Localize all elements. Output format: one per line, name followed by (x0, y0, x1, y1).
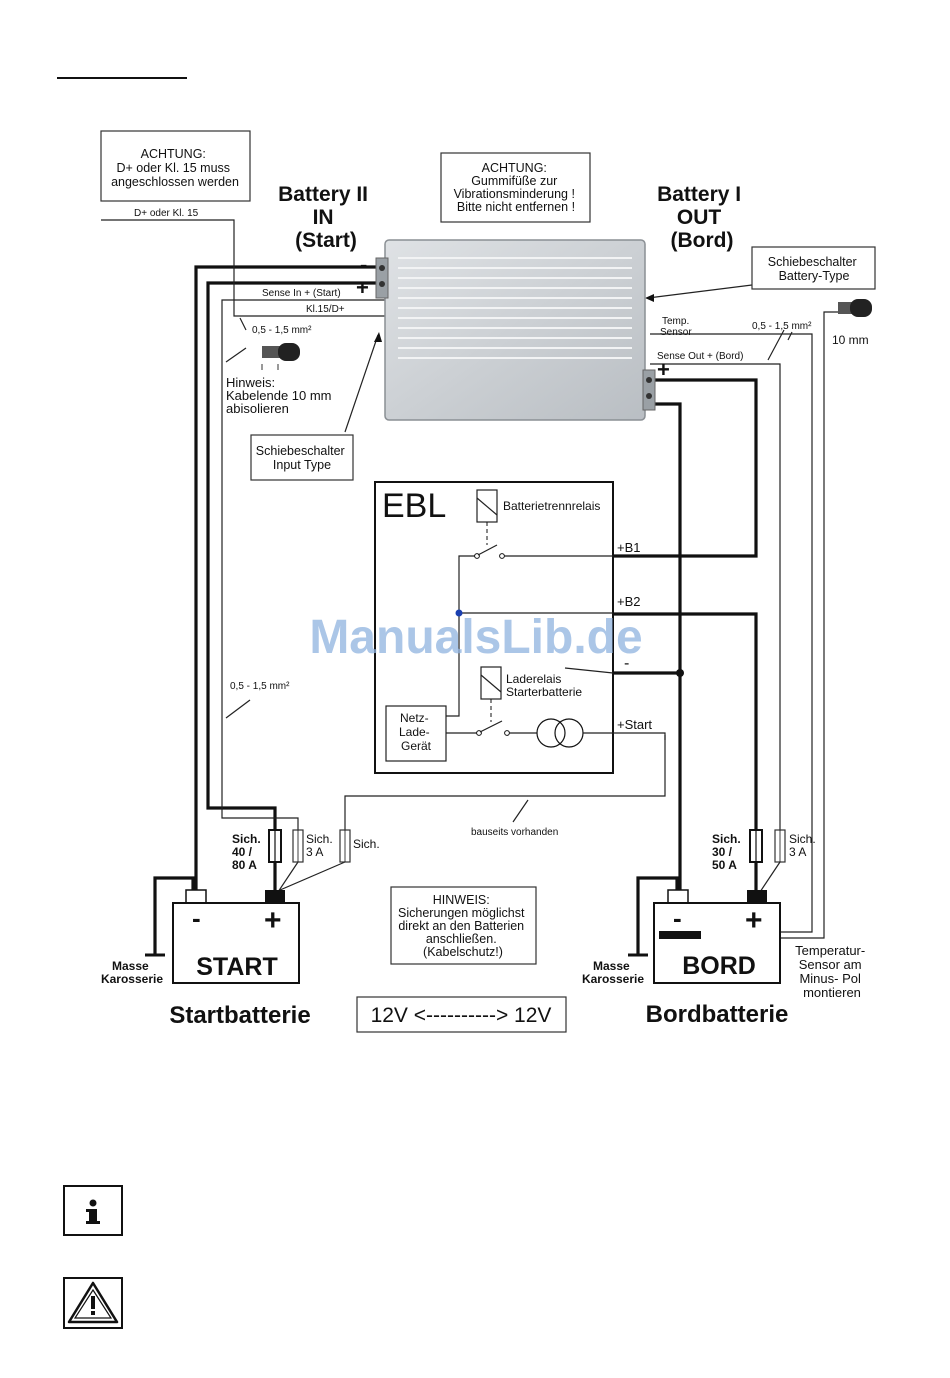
start-battery-label: START (196, 953, 277, 981)
voltage-label: 12V <----------> 12V (371, 1004, 552, 1027)
note-switch-out-box (751, 246, 876, 290)
wire-bauseits (344, 735, 666, 830)
ebl-device (375, 239, 656, 421)
bord-battery-minus: - (673, 903, 682, 933)
wire-fuse-3a (277, 861, 299, 893)
pointer-relay2 (564, 667, 614, 674)
label-gauge-lower: 0,5 - 1,5 mm² (230, 681, 290, 692)
note-fuses-box (390, 886, 537, 965)
wire-bord-positive (613, 378, 758, 558)
fuse-bord-main-label: Sich. 30 / 50 A (712, 832, 744, 872)
ground-start (153, 876, 195, 955)
note-dplus: ACHTUNG: D+ oder Kl. 15 muss angeschloss… (111, 147, 239, 189)
relay2-label: Laderelais Starterbatterie (506, 672, 582, 699)
wire-start-negative (194, 265, 385, 892)
gauge-tick-3 (225, 699, 251, 719)
fuse-bord-sense-label: Sich. 3 A (789, 832, 819, 859)
wire-sense-out (650, 363, 781, 830)
label-sense-in: Sense In + (Start) (262, 288, 341, 299)
ebl-b1-label: +B1 (617, 540, 641, 555)
ebl-start-line (583, 732, 666, 740)
start-battery-minus: - (192, 903, 201, 933)
ebl-b2-node (455, 609, 463, 617)
bord-battery-label: BORD (682, 952, 756, 980)
out-minus-sign: - (661, 390, 668, 415)
note-feet-box (440, 152, 591, 223)
current-transformer (536, 718, 566, 748)
charger-feed (446, 713, 460, 717)
gauge-tick-2 (225, 347, 247, 363)
gauge-tick-1 (239, 317, 247, 331)
note-switch-in: Schiebeschalter Input Type (256, 444, 348, 472)
cable-end-icon (261, 343, 300, 370)
pointer-bauseits (512, 799, 529, 823)
battery2-label: Battery II IN (Start) (278, 183, 374, 252)
pointer-switch-in (344, 334, 379, 433)
note-dplus-box (100, 130, 251, 202)
ebl-minus-label: - (624, 655, 629, 672)
label-sense-out: Sense Out + (Bord) (657, 351, 743, 362)
relay1-contact (474, 553, 480, 559)
label-temp-sensor: Temp. Sensor (660, 316, 692, 338)
label-gauge-in: 0,5 - 1,5 mm² (252, 325, 312, 336)
label-gauge-out: 0,5 - 1,5 mm² (752, 321, 812, 332)
bord-battery-plus: + (745, 904, 763, 937)
relay1-label: Batterietrennrelais (503, 499, 600, 513)
ebl-b2-label: +B2 (617, 594, 641, 609)
note-switch-out: Schiebeschalter Battery-Type (768, 255, 860, 283)
wire-sense-in (221, 299, 385, 830)
ground-bord (636, 876, 679, 955)
relay2-switch (479, 720, 503, 733)
note-feet: ACHTUNG: Gummifüße zur Vibrationsminderu… (454, 161, 579, 214)
fuse-start-sense-label: Sich. 3 A (306, 832, 336, 859)
fuse-start-extra-label: Sich. (353, 837, 380, 851)
start-battery-plus: + (264, 904, 282, 937)
info-icon (63, 1185, 123, 1236)
junction-minus (676, 669, 684, 677)
label-bauseits: bauseits vorhanden (471, 827, 558, 838)
gauge-tick-out-2 (787, 331, 793, 341)
bord-battery (653, 889, 781, 984)
bord-battery-caption: Bordbatterie (646, 1001, 789, 1028)
hint-strip: Hinweis: Kabelende 10 mm abisolieren (226, 375, 335, 416)
watermark: ManualsLib.de (309, 611, 642, 664)
fuse-start-main-label: Sich. 40 / 80 A (232, 832, 264, 872)
arrow-switch-out (645, 294, 654, 302)
relay2-coil-diag (480, 674, 502, 693)
wire-b2 (613, 612, 758, 892)
voltage-box (356, 996, 567, 1033)
relay2-contact (476, 730, 482, 736)
out-plus-sign: + (657, 357, 670, 382)
relay1-switch (477, 544, 498, 556)
label-dplus-kl15: D+ oder Kl. 15 (134, 208, 199, 219)
note-fuses: HINWEIS: Sicherungen möglichst direkt an… (398, 893, 528, 959)
gauge-tick-out-1 (767, 329, 785, 361)
ebl-start-label: +Start (617, 717, 652, 732)
label-kl15: Kl.15/D+ (306, 304, 345, 315)
cable-end-icon (838, 299, 872, 317)
ebl-title: EBL (382, 487, 446, 525)
relay1-coil-diag (476, 497, 498, 516)
relay1-line (458, 555, 475, 713)
battery1-label: Battery I OUT (Bord) (657, 183, 747, 252)
wire-dplus (101, 219, 385, 317)
wire-sich-extra (279, 861, 346, 891)
warning-icon (63, 1277, 123, 1329)
label-strip-10mm: 10 mm (832, 333, 869, 347)
in-plus-sign: + (356, 275, 369, 300)
temp-mount-note: Temperatur- Sensor am Minus- Pol montier… (795, 943, 869, 1000)
ground-label-bord: Masse Karosserie (582, 959, 644, 986)
note-switch-in-box (250, 434, 354, 481)
arrow-switch-in (374, 332, 382, 342)
start-battery-caption: Startbatterie (169, 1002, 310, 1029)
pointer-switch-out (647, 284, 753, 299)
start-battery (172, 889, 300, 984)
wire-bord-sense-tail (759, 861, 781, 893)
in-minus-sign: - (360, 252, 367, 277)
charger-label: Netz- Lade- Gerät (399, 711, 433, 753)
ground-label-start: Masse Karosserie (101, 959, 163, 986)
wire-bord-negative (650, 402, 682, 892)
